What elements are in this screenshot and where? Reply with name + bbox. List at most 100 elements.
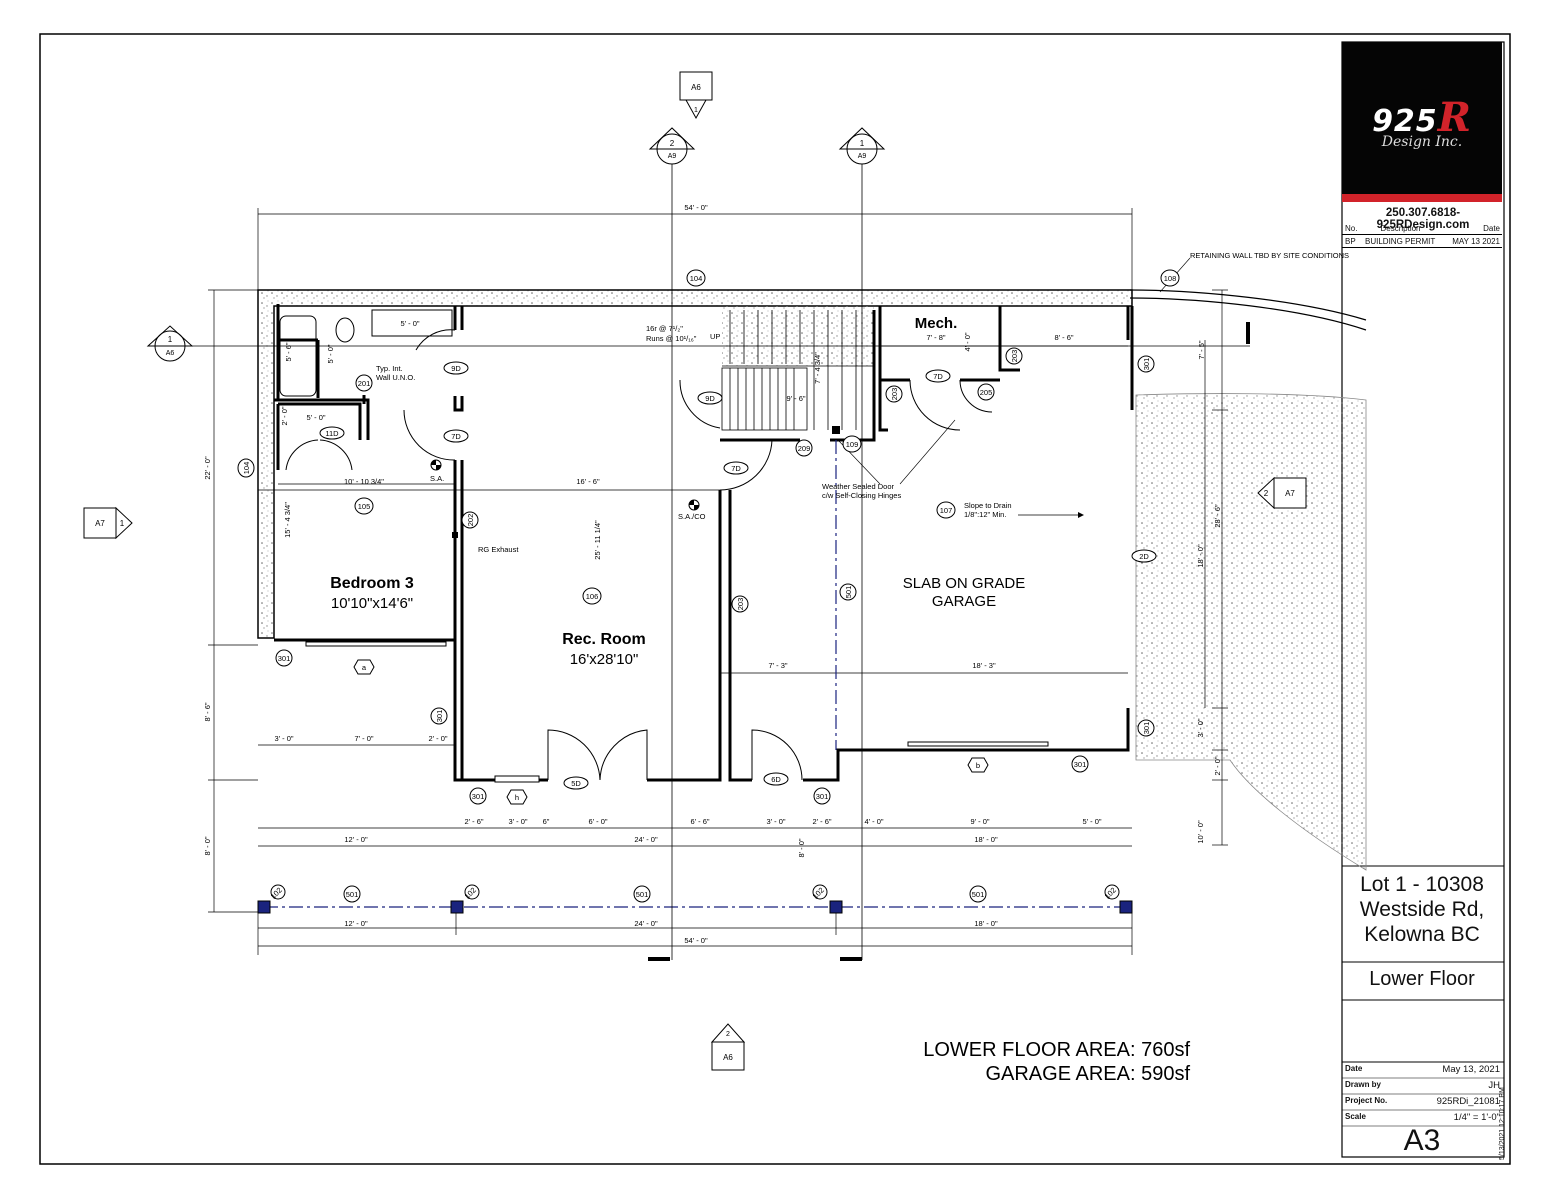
room-name: Rec. Room <box>562 631 646 648</box>
dim: 4' - 0" <box>864 817 883 826</box>
dim: 6' - 6" <box>690 817 709 826</box>
tag: 11D <box>325 429 339 438</box>
tag: 203 <box>1010 350 1019 363</box>
tag: 301 <box>435 710 444 723</box>
tag: 9D <box>451 364 461 373</box>
dim: 18' - 0" <box>974 835 998 844</box>
address-line: Kelowna BC <box>1364 923 1480 946</box>
dim: 22' - 0" <box>203 456 212 480</box>
dim: 8' - 6" <box>1054 333 1073 342</box>
note-stair: Runs @ 10¹/₁₆" <box>646 334 697 343</box>
rev-desc: BUILDING PERMIT <box>1365 236 1436 246</box>
info-label: Scale <box>1345 1112 1366 1121</box>
dim: 54' - 0" <box>684 936 708 945</box>
section-ref: A6 <box>166 350 175 357</box>
address-line: Westside Rd, <box>1359 898 1485 921</box>
info-date: Date May 13, 2021 <box>1345 1064 1500 1075</box>
smoke-co-alarm-icon <box>689 500 699 510</box>
firm-contact: 250.307.6818-925RDesign.com <box>1376 207 1470 231</box>
rev-no-header: No. <box>1345 223 1358 233</box>
note-wall: Wall U.N.O. <box>376 373 415 382</box>
section-ref: A6 <box>691 83 701 92</box>
note-saco: S.A./CO <box>678 512 706 521</box>
post <box>1119 900 1133 914</box>
leader <box>899 419 956 485</box>
note-retaining: RETAINING WALL TBD BY SITE CONDITIONS <box>1190 251 1349 260</box>
tag: 209 <box>798 444 811 453</box>
room-name: Mech. <box>915 315 958 332</box>
note-sa: S.A. <box>430 474 444 483</box>
window-tags: a b h <box>353 659 989 805</box>
tag: 7D <box>451 432 461 441</box>
room-size: 10'10"x14'6" <box>331 595 413 612</box>
exhaust-fan-icon <box>452 532 458 538</box>
info-label: Project No. <box>1345 1096 1388 1105</box>
dim: 5' - 0" <box>326 344 335 363</box>
dim: 3' - 0" <box>1196 718 1205 737</box>
tag: 104 <box>242 462 251 475</box>
window-h <box>494 775 540 783</box>
dim: 54' - 0" <box>684 203 708 212</box>
room-tags: 104 104 108 105 106 107 109 9D 9D 7D 7D … <box>237 269 1180 903</box>
tag: 6D <box>771 775 781 784</box>
dim: 10' - 10 3/4" <box>344 477 384 486</box>
tag: 201 <box>358 379 371 388</box>
note-stair-up: UP <box>710 332 720 341</box>
section-mark <box>840 957 862 961</box>
dim: 5' - 0" <box>400 319 419 328</box>
room-size: 16'x28'10" <box>570 651 639 668</box>
rev-date: MAY 13 2021 <box>1452 236 1500 246</box>
tag: 301 <box>816 792 829 801</box>
garage-door-opening <box>907 741 1049 747</box>
tag: 108 <box>1164 274 1177 283</box>
dim: 18' - 0" <box>974 919 998 928</box>
tag: a <box>362 663 367 672</box>
dim: 6' - 0" <box>588 817 607 826</box>
bathtub <box>279 315 317 397</box>
dim: 4' - 0" <box>963 332 972 351</box>
tag: 109 <box>846 440 859 449</box>
post <box>829 900 843 914</box>
tag: 104 <box>690 274 703 283</box>
firm-logo: 925R Design Inc. <box>1342 42 1502 202</box>
logo-r: R <box>1437 94 1472 141</box>
dim: 7' - 3" <box>768 661 787 670</box>
print-stamp: 5/13/2021 12:10:17 PM <box>1499 1087 1506 1160</box>
dim: 24' - 0" <box>634 835 658 844</box>
note-wall: Typ. Int. <box>376 364 403 373</box>
elevation-marker-bottom-a6: 2 A6 <box>710 1023 746 1071</box>
tag: 301 <box>472 792 485 801</box>
section-marker-top-a6: A6 1 <box>679 71 713 120</box>
dim: 3' - 0" <box>274 734 293 743</box>
dim: 18' - 3" <box>972 661 996 670</box>
tag: 205 <box>980 388 993 397</box>
project-address: Lot 1 - 10308 Westside Rd, Kelowna BC <box>1342 872 1502 947</box>
tag: 7D <box>731 464 741 473</box>
dim: 9' - 0" <box>970 817 989 826</box>
post <box>832 426 840 434</box>
dim: 2' - 0" <box>428 734 447 743</box>
section-ref: A9 <box>668 153 677 160</box>
section-marker-left-a6: 1 A6 <box>146 325 194 362</box>
section-num: 1 <box>860 139 865 148</box>
stair <box>721 310 874 431</box>
dim: 6" <box>543 817 550 826</box>
dim: 7' - 5" <box>1197 340 1206 359</box>
revision-header: No. Description Date <box>1342 222 1502 235</box>
info-label: Drawn by <box>1345 1080 1382 1089</box>
smoke-alarm-icon <box>431 460 441 470</box>
room-name: GARAGE <box>932 593 996 610</box>
tag: 501 <box>972 890 985 899</box>
retaining-wall <box>1129 289 1367 321</box>
dim: 7' - 0" <box>354 734 373 743</box>
stair-landing <box>722 306 874 366</box>
rev-date-header: Date <box>1483 223 1500 233</box>
section-ref: A6 <box>723 1053 733 1062</box>
tag: 107 <box>940 506 953 515</box>
tag: 2D <box>1139 552 1149 561</box>
section-marker-a9-1: 1 A9 <box>838 127 886 165</box>
tag: 301 <box>1142 722 1151 735</box>
dim: 2' - 0" <box>280 406 289 425</box>
dim: 8' - 0" <box>203 836 212 855</box>
section-ref: A9 <box>858 153 867 160</box>
